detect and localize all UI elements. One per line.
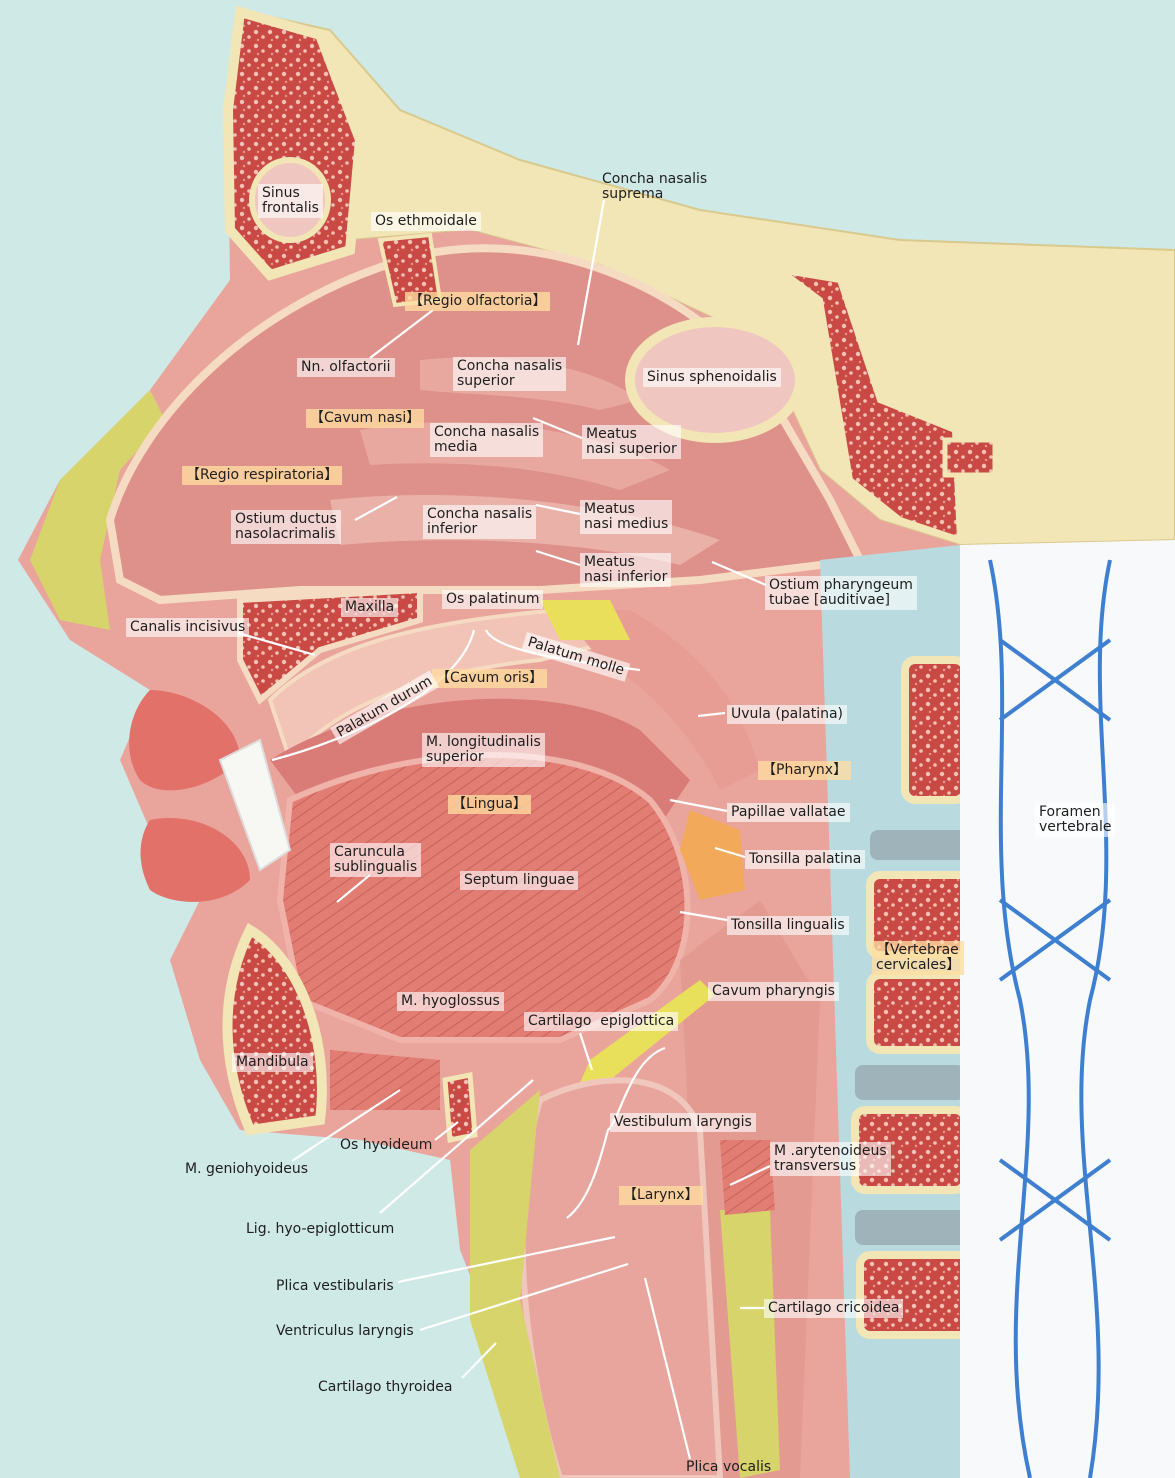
- label-concha-nasalis-media: Concha nasalis media: [430, 423, 543, 457]
- label-lingua: 【Lingua】: [448, 795, 531, 814]
- label-mandibula: Mandibula: [232, 1053, 313, 1072]
- label-regio-respiratoria: 【Regio respiratoria】: [182, 466, 342, 485]
- label-maxilla: Maxilla: [341, 598, 398, 617]
- label-ostium-ductus-nasolacrimalis: Ostium ductus nasolacrimalis: [231, 510, 341, 544]
- spinal-cord: [960, 540, 1175, 1478]
- label-vestibulum-laryngis: Vestibulum laryngis: [610, 1113, 756, 1132]
- label-sinus-sphenoidalis: Sinus sphenoidalis: [643, 368, 781, 387]
- label-cartilago-epiglottica: Cartilago epiglottica: [524, 1012, 678, 1031]
- label-cartilago-cricoidea: Cartilago cricoidea: [764, 1299, 903, 1318]
- label-tonsilla-palatina: Tonsilla palatina: [745, 850, 865, 869]
- label-os-palatinum: Os palatinum: [442, 590, 543, 609]
- label-lig-hyo-epiglotticum: Lig. hyo-epiglotticum: [242, 1220, 398, 1239]
- label-m-arytenoideus-transversus: M .arytenoideus transversus: [770, 1142, 891, 1176]
- label-meatus-nasi-superior: Meatus nasi superior: [582, 425, 681, 459]
- label-cartilago-thyroidea: Cartilago thyroidea: [314, 1378, 457, 1397]
- label-nn-olfactorii: Nn. olfactorii: [297, 358, 395, 377]
- label-concha-nasalis-inferior: Concha nasalis inferior: [423, 505, 536, 539]
- label-uvula-palatina: Uvula (palatina): [727, 705, 847, 724]
- label-papillae-vallatae: Papillae vallatae: [727, 803, 850, 822]
- label-m-longitudinalis-superior: M. longitudinalis superior: [422, 733, 545, 767]
- label-plica-vocalis: Plica vocalis: [682, 1458, 775, 1477]
- label-vertebrae-cervicales: 【Vertebrae cervicales】: [872, 941, 964, 975]
- label-cavum-nasi: 【Cavum nasi】: [306, 409, 424, 428]
- label-septum-linguae: Septum linguae: [460, 871, 578, 890]
- label-concha-nasalis-superior: Concha nasalis superior: [453, 357, 566, 391]
- label-regio-olfactoria: 【Regio olfactoria】: [405, 292, 550, 311]
- label-os-hyoideum: Os hyoideum: [336, 1136, 436, 1155]
- label-cavum-oris: 【Cavum oris】: [432, 669, 547, 688]
- label-os-ethmoidale: Os ethmoidale: [371, 212, 481, 231]
- label-cavum-pharyngis: Cavum pharyngis: [708, 982, 839, 1001]
- label-concha-nasalis-suprema: Concha nasalis suprema: [598, 170, 711, 204]
- label-m-hyoglossus: M. hyoglossus: [397, 992, 504, 1011]
- label-pharynx: 【Pharynx】: [758, 761, 851, 780]
- hyoid-bone: [445, 1075, 475, 1140]
- label-meatus-nasi-medius: Meatus nasi medius: [580, 500, 672, 534]
- larynx-tube: [523, 1080, 720, 1478]
- label-sinus-frontalis: Sinus frontalis: [258, 184, 323, 218]
- label-caruncula-sublingualis: Caruncula sublingualis: [330, 843, 421, 877]
- label-tonsilla-lingualis: Tonsilla lingualis: [727, 916, 849, 935]
- label-larynx: 【Larynx】: [619, 1186, 703, 1205]
- label-plica-vestibularis: Plica vestibularis: [272, 1277, 398, 1296]
- label-canalis-incisivus: Canalis incisivus: [126, 618, 249, 637]
- label-foramen-vertebrale: Foramen vertebrale: [1035, 803, 1115, 837]
- clivus-block: [945, 440, 995, 475]
- label-meatus-nasi-inferior: Meatus nasi inferior: [580, 553, 671, 587]
- label-m-geniohyoideus: M. geniohyoideus: [181, 1160, 312, 1179]
- label-ventriculus-laryngis: Ventriculus laryngis: [272, 1322, 418, 1341]
- label-ostium-pharyngeum: Ostium pharyngeum tubae [auditivae]: [765, 576, 917, 610]
